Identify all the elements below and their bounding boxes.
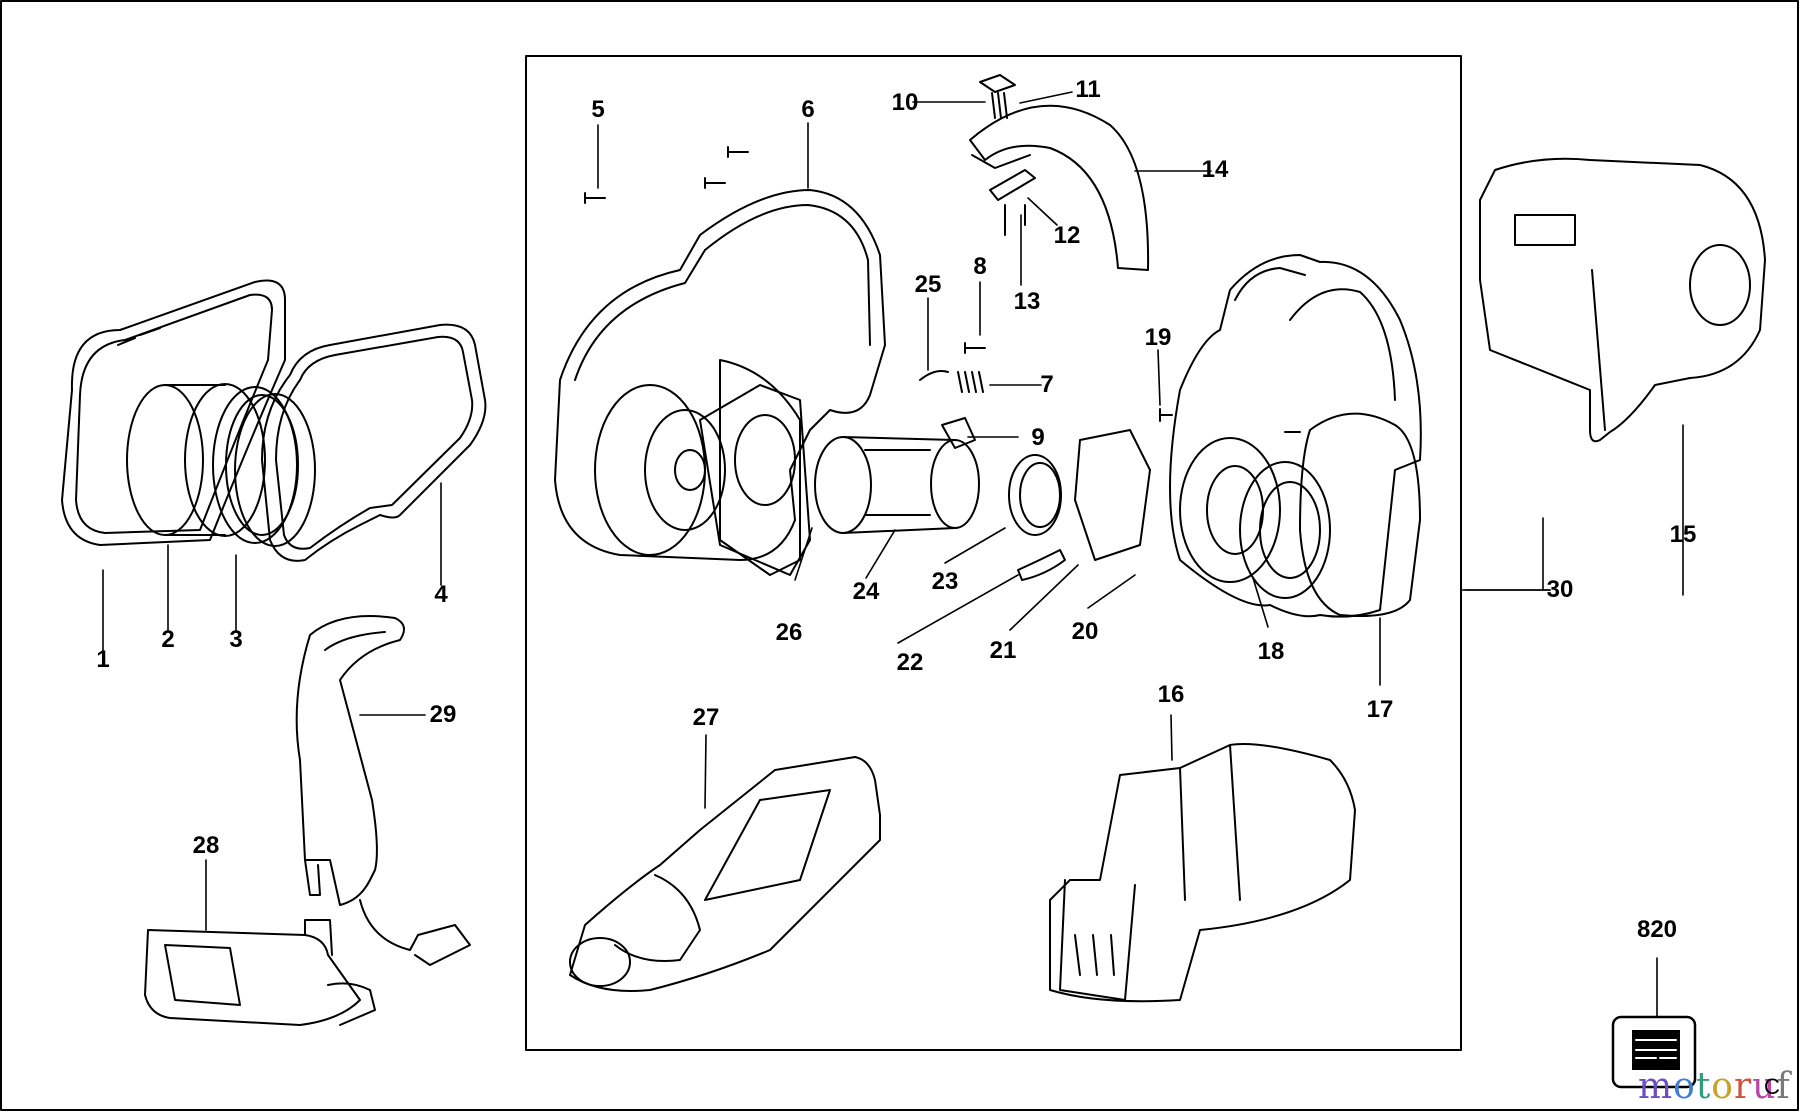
- part-6-rear-housing: [554, 189, 886, 576]
- part-820-label: [1611, 1015, 1697, 1089]
- callout-22: 22: [896, 649, 924, 676]
- callout-4: 4: [434, 581, 448, 608]
- callout-7: 7: [1040, 371, 1054, 398]
- callout-30: 30: [1546, 576, 1574, 603]
- part-20-bracket: [1074, 429, 1151, 561]
- callout-27: 27: [692, 704, 720, 731]
- callout-15: 15: [1669, 521, 1697, 548]
- callout-23: 23: [931, 568, 959, 595]
- callout-26: 26: [775, 619, 803, 646]
- part-5-screws: [584, 146, 749, 204]
- callout-6: 6: [801, 96, 815, 123]
- part-8-pin: [964, 342, 986, 354]
- callout-21: 21: [989, 637, 1017, 664]
- leader-lines: [102, 91, 1684, 1018]
- callout-12: 12: [1053, 222, 1081, 249]
- part-28-base: [144, 919, 376, 1026]
- assembly-box: [525, 55, 1462, 1051]
- part-12-spring-plate: [989, 169, 1036, 236]
- corner-mark: C: [1764, 1074, 1780, 1099]
- callout-19: 19: [1144, 324, 1172, 351]
- part-22-clip: [1017, 549, 1066, 581]
- part-30-main-housing: [1169, 254, 1422, 618]
- part-17-filter-cover: [1299, 412, 1421, 617]
- callout-18: 18: [1257, 638, 1285, 665]
- part-19-screw: [1159, 408, 1301, 433]
- callout-20: 20: [1071, 618, 1099, 645]
- callout-9: 9: [1031, 424, 1045, 451]
- callout-1: 1: [96, 646, 110, 673]
- part-16-battery-housing: [1049, 743, 1356, 1003]
- callout-17: 17: [1366, 696, 1394, 723]
- part-2-filter: [126, 383, 266, 537]
- part-18-filter: [1239, 461, 1331, 599]
- part-23-ring: [1008, 454, 1062, 536]
- watermark-logo: motoruf: [1638, 1066, 1791, 1107]
- callout-29: 29: [429, 701, 457, 728]
- callout-25: 25: [914, 271, 942, 298]
- callout-10: 10: [891, 89, 919, 116]
- callout-24: 24: [852, 578, 880, 605]
- callout-3: 3: [229, 626, 243, 653]
- callout-8: 8: [973, 253, 987, 280]
- part-26-fan: [699, 384, 811, 576]
- part-1-filter-bowl: [61, 279, 286, 546]
- callout-11: 11: [1075, 76, 1101, 103]
- callout-2: 2: [161, 626, 175, 653]
- part-14-top-handle: [969, 104, 1150, 271]
- part-29-handle: [295, 615, 471, 966]
- part-15-side-cover: [1479, 157, 1766, 443]
- callout-28: 28: [192, 832, 220, 859]
- callout-5: 5: [591, 96, 605, 123]
- part-24-motor: [814, 436, 980, 534]
- callout-14: 14: [1201, 156, 1229, 183]
- part-4-seal-frame: [261, 323, 487, 562]
- callout-820: 820: [1636, 916, 1678, 943]
- callout-13: 13: [1013, 288, 1041, 315]
- part-27-nozzle: [569, 756, 881, 992]
- part-25-spring: [919, 370, 984, 393]
- part-10-latch: [979, 74, 1016, 119]
- part-9-bracket: [941, 417, 976, 449]
- callout-16: 16: [1157, 681, 1185, 708]
- part-3-ring: [212, 386, 316, 547]
